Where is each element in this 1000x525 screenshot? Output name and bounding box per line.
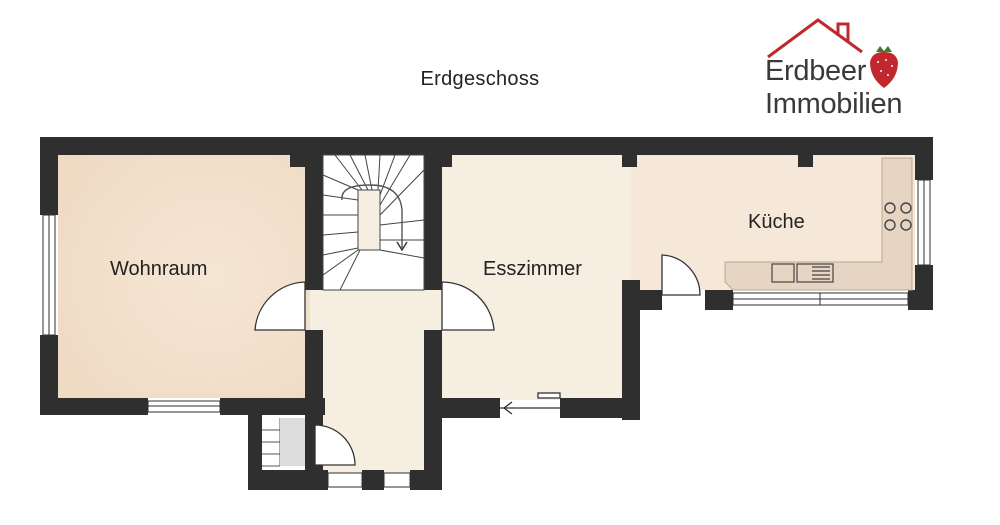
dining-room-floor <box>440 155 630 400</box>
room-label-dining: Esszimmer <box>483 258 582 280</box>
sink-icon <box>771 263 834 283</box>
staircase <box>322 154 425 291</box>
windows <box>42 179 931 488</box>
logo-roof-icon <box>767 18 863 59</box>
cooktop-icon <box>884 202 912 231</box>
strawberry-icon <box>870 46 898 88</box>
doors <box>254 254 701 466</box>
brand-line-2: Immobilien <box>765 88 903 120</box>
brand-logo-text: Erdbeer Immobilien <box>765 55 903 121</box>
brand-line-1: Erdbeer <box>765 55 867 87</box>
living-room-floor <box>58 155 310 398</box>
walls <box>40 137 933 490</box>
room-label-kitchen: Küche <box>748 211 805 233</box>
room-label-living: Wohnraum <box>110 258 208 280</box>
floor-title: Erdgeschoss <box>420 68 540 90</box>
entrance-steps <box>262 418 305 467</box>
